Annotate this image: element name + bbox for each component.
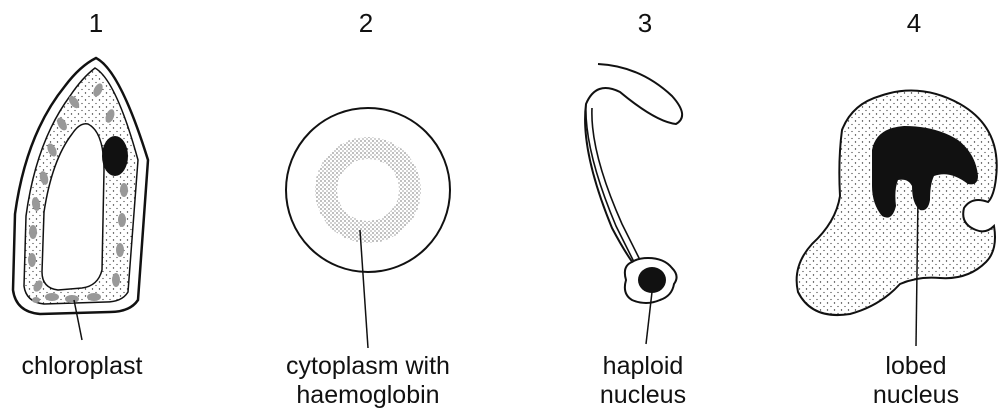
rbc-outline xyxy=(286,108,450,272)
plant-cell xyxy=(13,58,148,340)
cell-number-1: 1 xyxy=(66,8,126,39)
label-chloroplast-line-1: chloroplast xyxy=(0,352,202,381)
plant-nucleus xyxy=(102,136,128,176)
label-lobed: lobed nucleus xyxy=(796,352,1000,410)
label-lobed-line-2: nucleus xyxy=(796,381,1000,410)
label-haploid-line-2: nucleus xyxy=(523,381,763,410)
wbc-outline xyxy=(797,91,997,316)
cell-number-2: 2 xyxy=(336,8,396,39)
white-blood-cell xyxy=(797,91,997,346)
cell-number-4: 4 xyxy=(884,8,944,39)
chloroplast-pointer xyxy=(74,300,82,340)
label-haploid: haploid nucleus xyxy=(523,352,763,410)
red-blood-cell xyxy=(286,108,450,348)
label-cytoplasm-line-2: haemoglobin xyxy=(248,381,488,410)
label-chloroplast: chloroplast xyxy=(0,352,202,381)
haploid-nucleus-shape xyxy=(638,267,666,293)
label-lobed-line-1: lobed xyxy=(796,352,1000,381)
label-haploid-line-1: haploid xyxy=(523,352,763,381)
label-cytoplasm-line-1: cytoplasm with xyxy=(248,352,488,381)
cell-number-3: 3 xyxy=(615,8,675,39)
sperm-tail xyxy=(585,64,682,274)
label-cytoplasm: cytoplasm with haemoglobin xyxy=(248,352,488,410)
sperm-cell xyxy=(585,64,682,344)
sperm-midpiece xyxy=(586,104,640,262)
